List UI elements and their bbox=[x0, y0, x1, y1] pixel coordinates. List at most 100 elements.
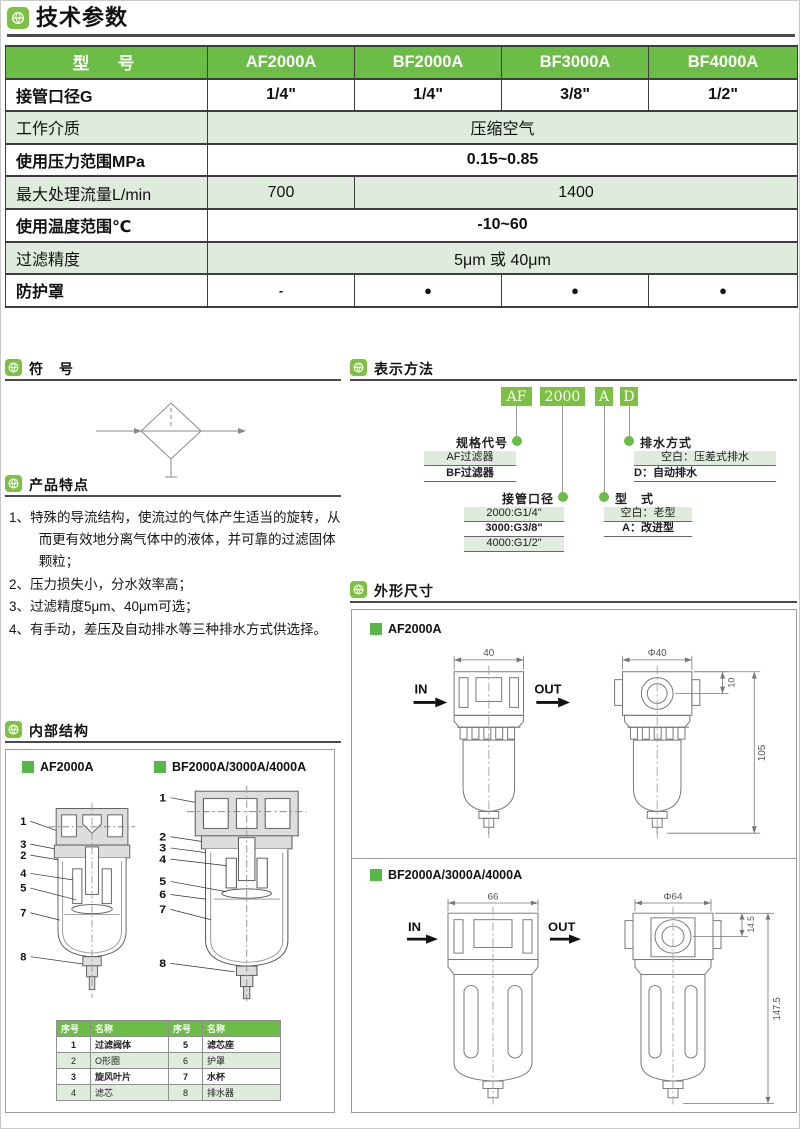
green-dot bbox=[512, 436, 522, 446]
brand-icon bbox=[7, 7, 29, 29]
designation-diagram: AF 2000 A D 规格代号 AF过滤器 BF过滤器 排水方式 空白：压差式… bbox=[346, 387, 799, 575]
cell: - bbox=[207, 273, 355, 308]
parts-col-name: 名称 bbox=[202, 1020, 281, 1037]
cell: 1/2" bbox=[648, 77, 798, 113]
part-no: 5 bbox=[168, 1036, 203, 1053]
drawing-label: AF2000A bbox=[388, 622, 442, 636]
code-box-d: D bbox=[620, 387, 638, 406]
group-item: BF过滤器 bbox=[424, 467, 516, 482]
table-row-temperature: 使用温度范围℃ -10~60 bbox=[5, 207, 798, 243]
callout-number: 4 bbox=[20, 868, 27, 880]
dimensions-section-header: 外形尺寸 bbox=[350, 581, 797, 603]
width-dim: 40 bbox=[483, 648, 495, 659]
table-row-guard: 防护罩 - ● ● ● bbox=[5, 273, 798, 308]
part-name: 排水器 bbox=[202, 1084, 281, 1101]
part-no: 8 bbox=[168, 1084, 203, 1101]
part-no: 4 bbox=[56, 1084, 91, 1101]
row-label: 过滤精度 bbox=[5, 240, 208, 276]
page-header: 技术参数 bbox=[7, 7, 795, 37]
section-title: 符 号 bbox=[29, 361, 74, 377]
callout-number: 5 bbox=[20, 883, 26, 895]
in-label: IN bbox=[408, 920, 421, 933]
callout-number: 7 bbox=[20, 907, 26, 919]
callout-number: 3 bbox=[20, 839, 26, 851]
internal-structure-box: AF2000A BF2000A/3000A/4000A bbox=[5, 749, 335, 1113]
col-bf3000a: BF3000A bbox=[501, 45, 649, 80]
cell: 1/4" bbox=[207, 77, 355, 113]
out-label: OUT bbox=[548, 920, 576, 933]
parts-row: 1 过滤阀体 5 滤芯座 bbox=[56, 1036, 281, 1053]
cell: 1400 bbox=[354, 175, 798, 210]
parts-header-row: 序号 名称 序号 名称 bbox=[56, 1020, 281, 1037]
feature-item: 2、压力损失小，分水效率高； bbox=[9, 576, 193, 592]
row-label: 使用温度范围℃ bbox=[5, 207, 208, 243]
connector-line bbox=[604, 406, 605, 496]
parts-col-no: 序号 bbox=[56, 1020, 91, 1037]
table-row-port-size: 接管口径G 1/4" 1/4" 3/8" 1/2" bbox=[5, 77, 798, 113]
in-label: IN bbox=[415, 682, 428, 697]
port-offset-dim: 10 bbox=[726, 678, 736, 688]
brand-icon bbox=[350, 359, 367, 376]
group-item: AF过滤器 bbox=[424, 451, 516, 466]
brand-icon bbox=[5, 721, 22, 738]
part-name: 过滤阀体 bbox=[90, 1036, 169, 1053]
table-row-flow: 最大处理流量L/min 700 1400 bbox=[5, 175, 798, 210]
parts-table: 序号 名称 序号 名称 1 过滤阀体 5 滤芯座 2 O形圈 6 护罩 3 旋风… bbox=[56, 1020, 281, 1101]
parts-row: 4 滤芯 8 排水器 bbox=[56, 1084, 281, 1101]
table-row-filtration: 过滤精度 5μm 或 40μm bbox=[5, 240, 798, 276]
diameter-dim: Φ40 bbox=[648, 648, 667, 659]
col-model: 型 号 bbox=[5, 45, 208, 80]
internal-af-label: AF2000A bbox=[22, 760, 94, 774]
internal-diagram-af2000a: 1 3 2 4 5 7 8 bbox=[20, 802, 136, 998]
brand-icon bbox=[5, 475, 22, 492]
row-label: 使用压力范围MPa bbox=[5, 142, 208, 178]
section-title: 表示方法 bbox=[374, 361, 434, 377]
group-label-port-size: 接管口径 bbox=[501, 492, 554, 506]
group-label-model-type: 型 式 bbox=[615, 492, 655, 506]
callout-number: 5 bbox=[159, 876, 166, 888]
group-item: 4000:G1/2" bbox=[464, 537, 564, 552]
cell: ● bbox=[648, 273, 798, 308]
cell: -10~60 bbox=[207, 207, 798, 243]
row-label: 接管口径G bbox=[5, 77, 208, 113]
height-dim: 105 bbox=[757, 744, 768, 761]
internal-section-header: 内部结构 bbox=[5, 721, 341, 743]
diagram-label: BF2000A/3000A/4000A bbox=[172, 760, 307, 774]
green-square-bullet bbox=[370, 869, 382, 881]
part-name: 水杯 bbox=[202, 1068, 281, 1085]
col-bf2000a: BF2000A bbox=[354, 45, 502, 80]
cell: 3/8" bbox=[501, 77, 649, 113]
row-label: 工作介质 bbox=[5, 110, 208, 145]
brand-icon bbox=[5, 359, 22, 376]
row-label: 防护罩 bbox=[5, 273, 208, 308]
green-square-bullet bbox=[370, 623, 382, 635]
parts-row: 3 旋风叶片 7 水杯 bbox=[56, 1068, 281, 1085]
diameter-dim: Φ64 bbox=[663, 892, 683, 903]
group-item: 3000:G3/8" bbox=[464, 522, 564, 537]
width-dim: 66 bbox=[487, 892, 498, 903]
dims-af-label: AF2000A bbox=[370, 622, 442, 636]
green-square-bullet bbox=[22, 761, 34, 773]
callout-number: 2 bbox=[20, 850, 26, 862]
port-offset-dim: 14.5 bbox=[746, 916, 756, 932]
height-dim: 147.5 bbox=[772, 997, 783, 1020]
cell: 5μm 或 40μm bbox=[207, 240, 798, 276]
group-label-drain-type: 排水方式 bbox=[640, 436, 693, 450]
dimensions-box: AF2000A bbox=[351, 609, 797, 1113]
part-no: 2 bbox=[56, 1052, 91, 1069]
part-name: 护罩 bbox=[202, 1052, 281, 1069]
dimension-drawing-bf: IN OUT 66 Φ64 14.5 147.5 bbox=[407, 892, 783, 1107]
part-name: 滤芯座 bbox=[202, 1036, 281, 1053]
dimension-drawing-af2000a: IN OUT 40 Φ40 10 105 bbox=[413, 648, 768, 839]
table-row-pressure: 使用压力范围MPa 0.15~0.85 bbox=[5, 142, 798, 178]
code-box-a: A bbox=[595, 387, 613, 406]
part-name: 旋风叶片 bbox=[90, 1068, 169, 1085]
parts-col-name: 名称 bbox=[90, 1020, 169, 1037]
row-label: 最大处理流量L/min bbox=[5, 175, 208, 210]
group-item: 空白：老型 bbox=[604, 507, 692, 522]
spec-table: 型 号 AF2000A BF2000A BF3000A BF4000A 接管口径… bbox=[5, 45, 798, 308]
col-af2000a: AF2000A bbox=[207, 45, 355, 80]
callout-number: 7 bbox=[159, 904, 166, 916]
spec-header-row: 型 号 AF2000A BF2000A BF3000A BF4000A bbox=[5, 45, 798, 80]
